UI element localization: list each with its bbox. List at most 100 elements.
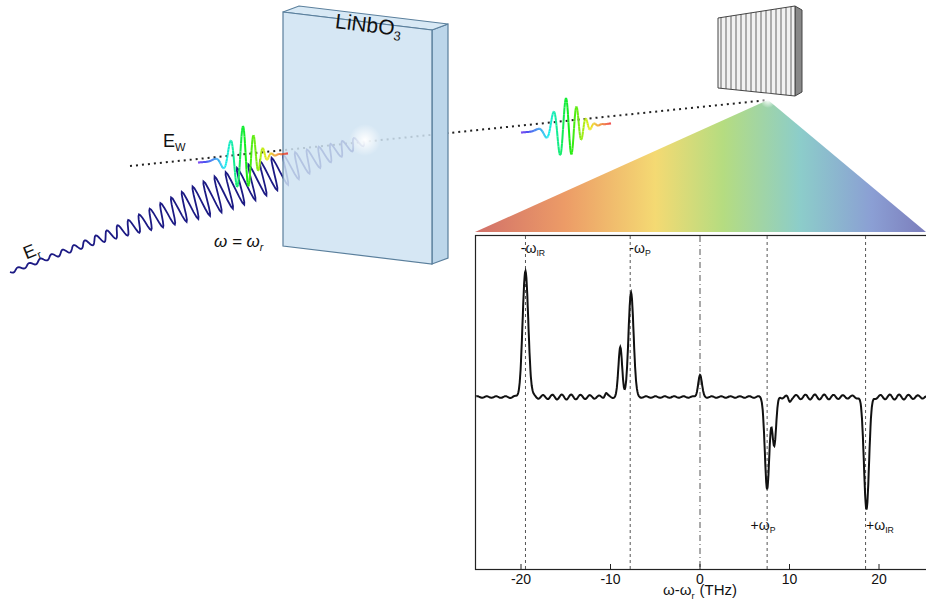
pulse-stroke xyxy=(536,128,539,130)
label-text: ω-ω xyxy=(663,581,691,598)
pulse-stroke xyxy=(265,158,268,161)
pulse-stroke xyxy=(246,170,249,177)
pulse-stroke xyxy=(542,131,545,134)
pulse-stroke xyxy=(262,147,265,149)
pulse-stroke xyxy=(573,121,576,128)
pulse-stroke xyxy=(269,152,272,155)
pulse-stroke xyxy=(531,130,534,132)
pulse-stroke xyxy=(204,161,207,163)
pulse-stroke xyxy=(578,121,581,127)
field-label: Er xyxy=(21,240,43,265)
pulse-stroke xyxy=(282,153,285,155)
pulse-stroke xyxy=(228,144,231,147)
pulse-stroke xyxy=(276,154,279,156)
pulse-stroke xyxy=(599,124,602,126)
pulse-stroke xyxy=(604,123,607,125)
pulse-stroke xyxy=(564,103,567,108)
pulse-stroke xyxy=(277,153,280,155)
pulse-stroke xyxy=(201,161,204,163)
pulse-stroke xyxy=(241,131,244,137)
label-text: LiNbO xyxy=(334,9,396,39)
pulse-stroke xyxy=(225,164,228,166)
pulse-stroke xyxy=(602,123,605,125)
pulse-stroke xyxy=(248,184,251,186)
pulse-stroke xyxy=(600,123,603,125)
pulse-stroke xyxy=(260,151,263,154)
pulse-stroke xyxy=(586,121,589,123)
pulse-stroke xyxy=(212,158,215,160)
pulse-stroke xyxy=(528,131,531,133)
pulse-stroke xyxy=(583,121,586,124)
pulse-stroke xyxy=(571,153,574,155)
pulse-stroke xyxy=(605,123,608,125)
pulse-stroke xyxy=(544,134,547,137)
pulse-stroke xyxy=(605,123,608,125)
pulse-stroke xyxy=(559,154,562,155)
pulse-stroke xyxy=(533,129,536,131)
pulse-stroke xyxy=(601,123,604,125)
pulse-stroke xyxy=(557,136,560,141)
pulse-stroke xyxy=(599,123,602,125)
pulse-stroke xyxy=(553,111,556,114)
pulse-stroke xyxy=(584,119,587,121)
pulse-stroke xyxy=(227,149,230,152)
pulse-stroke xyxy=(593,122,596,124)
subscript: IR xyxy=(885,525,894,535)
pulse-stroke xyxy=(551,117,554,120)
pulse-stroke xyxy=(207,160,210,162)
pulse-stroke xyxy=(218,159,221,162)
pulse-stroke xyxy=(227,152,230,155)
subscript: P xyxy=(645,248,651,258)
guide-line xyxy=(630,236,631,569)
pulse-stroke xyxy=(225,161,228,163)
pulse-stroke xyxy=(554,112,557,114)
pulse-stroke xyxy=(586,119,589,121)
pulse-stroke xyxy=(243,131,246,137)
pulse-stroke xyxy=(234,173,237,178)
pulse-stroke xyxy=(542,131,545,134)
pulse-stroke xyxy=(222,166,225,169)
pulse-stroke xyxy=(249,167,252,174)
pulse-stroke xyxy=(569,146,572,151)
axis-label: ω-ωr(THz) xyxy=(663,582,737,601)
pulse-stroke xyxy=(270,152,273,154)
pulse-stroke xyxy=(214,158,217,160)
pulse-stroke xyxy=(257,169,260,170)
pulse-stroke xyxy=(286,153,289,155)
pulse-stroke xyxy=(562,130,565,137)
pulse-stroke xyxy=(242,126,245,127)
pulse-stroke xyxy=(261,149,264,151)
pulse-stroke xyxy=(560,153,563,155)
pulse-stroke xyxy=(534,129,537,131)
pulse-stroke xyxy=(216,158,219,160)
pulse-stroke xyxy=(538,128,541,130)
pulse-stroke xyxy=(534,129,537,131)
pulse-stroke xyxy=(268,155,271,156)
pulse-stroke xyxy=(274,155,277,157)
pulse-stroke xyxy=(280,153,283,155)
pulse-stroke xyxy=(275,154,278,156)
pulse-stroke xyxy=(538,128,541,130)
pulse-stroke xyxy=(283,153,286,155)
tick-label: 20 xyxy=(871,572,887,586)
pulse-stroke xyxy=(278,153,281,155)
pulse-stroke xyxy=(278,153,281,155)
pulse-stroke xyxy=(529,131,532,133)
pulse-stroke xyxy=(587,125,590,127)
pulse-stroke xyxy=(546,137,549,139)
pulse-stroke xyxy=(608,123,611,125)
pulse-stroke xyxy=(561,137,564,144)
pulse-stroke xyxy=(221,165,224,168)
pulse-stroke xyxy=(258,166,261,169)
label-text: 10 xyxy=(782,571,798,587)
label-text: -ω xyxy=(629,240,645,256)
pulse-stroke xyxy=(550,123,553,126)
pulse-stroke xyxy=(573,129,576,136)
pulse-stroke xyxy=(531,130,534,132)
pulse-stroke xyxy=(255,150,258,156)
pulse-stroke xyxy=(545,137,548,139)
pulse-stroke xyxy=(253,137,256,140)
pulse-stroke xyxy=(585,117,588,119)
pulse-stroke xyxy=(269,153,272,156)
pulse-stroke xyxy=(580,138,583,139)
